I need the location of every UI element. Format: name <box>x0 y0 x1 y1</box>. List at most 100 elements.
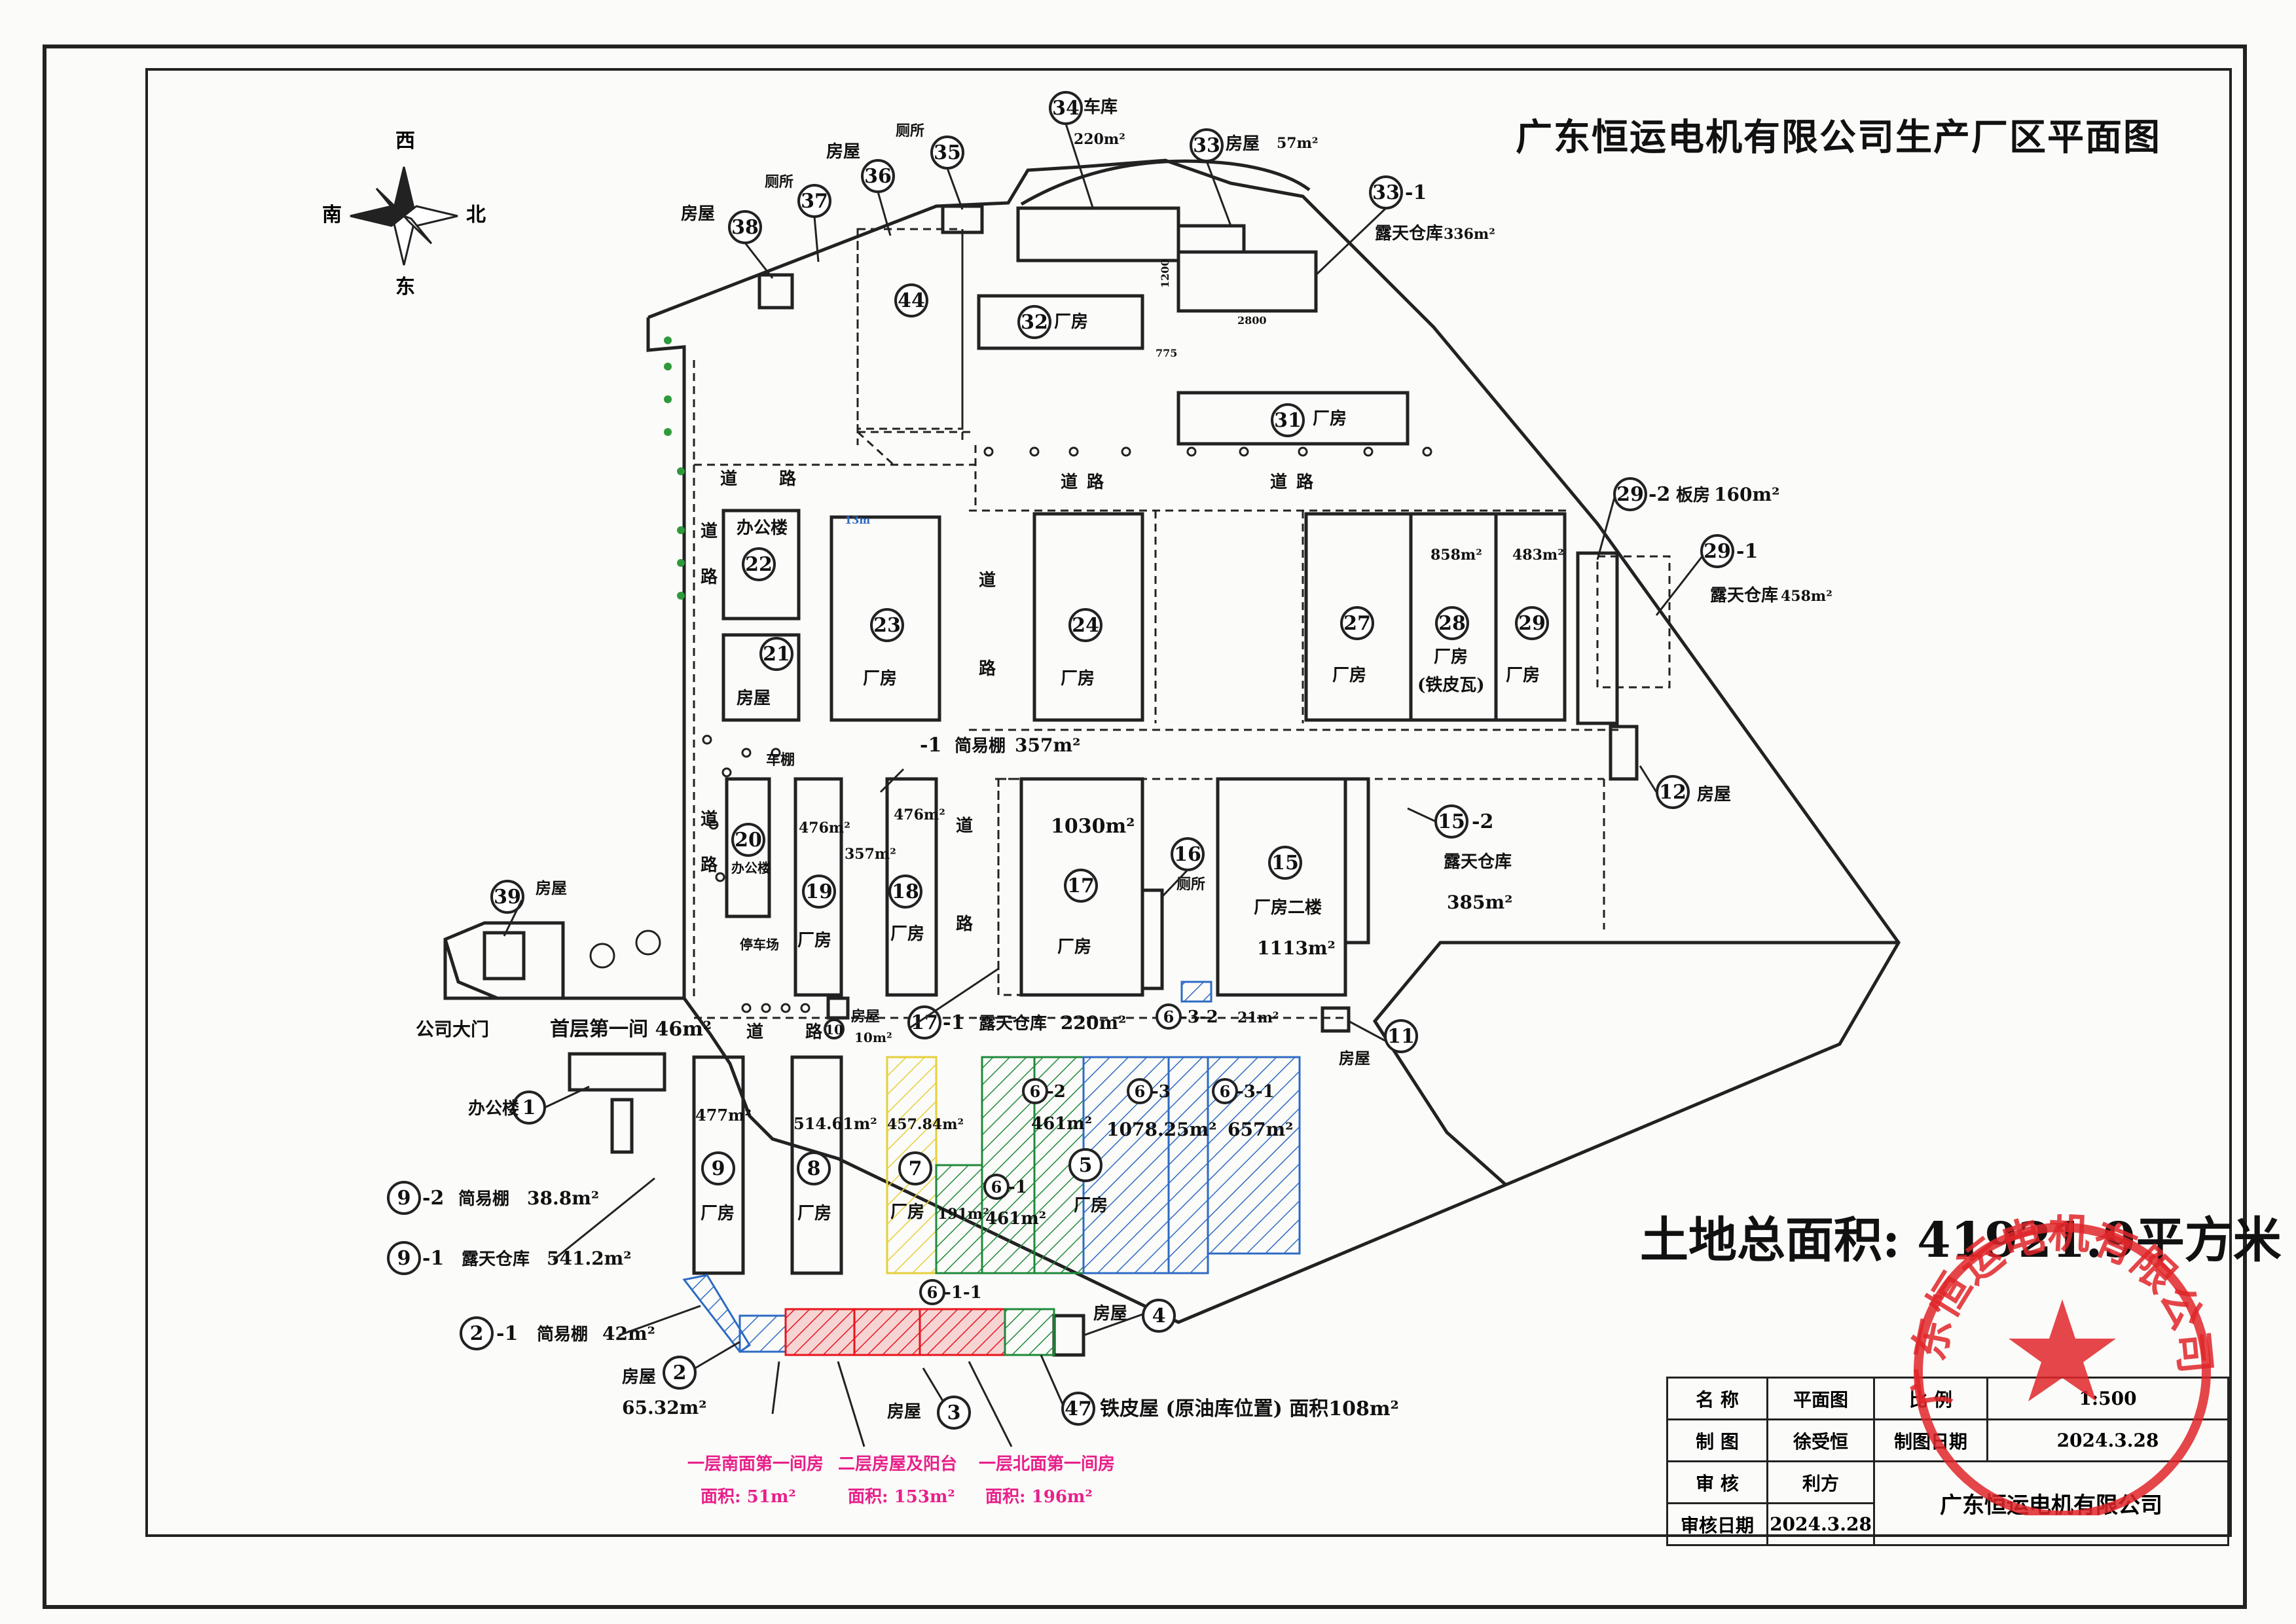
leader-lines <box>503 123 1704 1447</box>
label-7-area: 457.84m² <box>887 1116 964 1133</box>
num-6-1-1: 6 <box>927 1283 938 1302</box>
num-33: 33 <box>1193 134 1220 157</box>
carshed-label: 车棚 <box>766 751 795 768</box>
label-7-area2: 191m² <box>938 1206 989 1223</box>
building-24 <box>1032 512 1144 722</box>
road-label-10: 路 <box>805 1022 823 1042</box>
num-27: 27 <box>1343 612 1371 635</box>
num-15-2: 15 <box>1438 810 1465 833</box>
road-label-6: 路 <box>979 659 996 679</box>
num-28: 28 <box>1438 612 1466 635</box>
tb-name-label: 名 称 <box>1666 1377 1768 1420</box>
label-6-3-1-area: 657m² <box>1228 1119 1293 1140</box>
building-16 <box>1140 888 1164 990</box>
label-9-2-suffix: -2 <box>422 1187 444 1210</box>
label-21-name: 房屋 <box>737 689 771 708</box>
num-6-3-1: 6 <box>1220 1082 1231 1101</box>
label-6-3-suffix: -3 <box>1152 1082 1171 1102</box>
building-19 <box>793 777 843 997</box>
label-10-area: 10m² <box>854 1030 892 1045</box>
label-2-1-area: 42m² <box>602 1323 655 1344</box>
label-17-area: 1030m² <box>1051 815 1135 838</box>
area-17-1 <box>997 778 1023 996</box>
num-24: 24 <box>1072 614 1099 637</box>
label-36-name: 房屋 <box>826 142 860 162</box>
num-21: 21 <box>763 643 790 666</box>
label-18-name: 厂房 <box>890 924 924 944</box>
note-2-line2: 面积: 153m² <box>848 1487 955 1507</box>
area-44 <box>856 228 964 430</box>
label-15-2-name: 露天仓库 <box>1444 852 1512 872</box>
num-18: 18 <box>892 880 919 903</box>
building-38 <box>757 273 794 310</box>
building-9-2 <box>610 1098 634 1154</box>
note-1-line1: 一层南面第一间房 <box>687 1454 824 1474</box>
building-18 <box>885 777 938 997</box>
gate-label: 公司大门 <box>416 1019 489 1040</box>
num-17-1: 17 <box>911 1011 938 1034</box>
label-38-name: 房屋 <box>681 204 715 224</box>
num-19: 19 <box>805 880 833 903</box>
road-label-4: 路 <box>1296 472 1314 492</box>
label-8-name: 厂房 <box>797 1204 831 1223</box>
label-29-area: 483m² <box>1512 547 1564 564</box>
dim-13m: 13m <box>845 514 870 526</box>
num-6-3-2: 6 <box>1163 1007 1175 1026</box>
dim-775: 775 <box>1156 347 1177 359</box>
label-33-area: 57m² <box>1277 135 1319 152</box>
num-10: 10 <box>825 1022 843 1038</box>
shrub-icons <box>589 446 1432 1013</box>
building-1 <box>568 1052 666 1092</box>
label-9-area: 477m² <box>695 1106 752 1125</box>
building-29 <box>1494 512 1567 722</box>
label-16-name: 厕所 <box>1176 876 1205 893</box>
label-18-area: 476m² <box>894 806 945 823</box>
num-36: 36 <box>864 165 892 188</box>
label-34-area: 220m² <box>1074 131 1125 148</box>
building-33-1 <box>1176 250 1318 313</box>
building-number-markers <box>387 91 1734 1430</box>
misc-labels: 公司大门 首层第一间 46m² 车棚 停车场 13m 2800 775 1200… <box>416 259 1314 1042</box>
label-28-name2: (铁皮瓦) <box>1417 675 1485 695</box>
num-4: 4 <box>1152 1305 1166 1327</box>
building-29-2 <box>1576 551 1619 725</box>
num-29-1: 29 <box>1704 540 1731 563</box>
tb-company: 广东恒运电机有限公司 <box>1873 1460 2229 1546</box>
num-6-3: 6 <box>1135 1082 1146 1101</box>
num-6-1: 6 <box>991 1178 1002 1197</box>
building-number-texts: 1 2 2 3 4 5 7 8 9 9 9 11 12 15 15 16 17 … <box>397 97 1731 1424</box>
compass-south: 南 <box>322 204 342 226</box>
label-1-name: 办公楼 <box>468 1099 519 1119</box>
total-land-area: 土地总面积: 41921.9平方米 <box>1640 1212 2282 1269</box>
label-6-3-2-suffix: -3-2 <box>1180 1007 1218 1027</box>
label-29-2-suffix: -2 <box>1649 483 1670 506</box>
label-33-1-name: 露天仓库 <box>1375 223 1443 244</box>
building-labels: 办公楼 房屋 65.32m² -1 简易棚 42m² 房屋 房屋 厂房 厂房 4… <box>422 97 1832 1422</box>
label-6-2-area: 461m² <box>1031 1114 1092 1134</box>
num-2-1: 2 <box>470 1322 484 1345</box>
num-6-2: 6 <box>1030 1082 1041 1101</box>
label-3-name: 房屋 <box>887 1402 921 1422</box>
label-15-area: 1113m² <box>1257 937 1336 959</box>
building-8 <box>790 1055 843 1275</box>
road-label-9: 道 <box>746 1022 763 1042</box>
building-6-3-2 <box>1180 981 1212 1003</box>
num-33-1: 33 <box>1372 181 1400 204</box>
note-3-line2: 面积: 196m² <box>985 1487 1093 1507</box>
compass-north: 北 <box>466 204 486 226</box>
road-label-3: 道 <box>1270 472 1287 492</box>
num-34: 34 <box>1052 97 1080 120</box>
label-2-1-suffix: -1 <box>496 1322 518 1345</box>
num-35: 35 <box>934 141 961 164</box>
label-17-name: 厂房 <box>1057 937 1091 957</box>
label-37-name: 厕所 <box>765 173 793 190</box>
num-29-2: 29 <box>1616 483 1644 506</box>
page-title: 广东恒运电机有限公司生产厂区平面图 <box>1516 116 2161 159</box>
label-32-name: 厂房 <box>1054 312 1088 332</box>
num-8: 8 <box>807 1157 821 1180</box>
label-9-2-name: 简易棚 <box>458 1189 509 1209</box>
num-2: 2 <box>673 1362 687 1384</box>
building-35 <box>941 204 984 234</box>
num-29: 29 <box>1518 612 1546 635</box>
road-label-15: 道 <box>701 809 718 829</box>
